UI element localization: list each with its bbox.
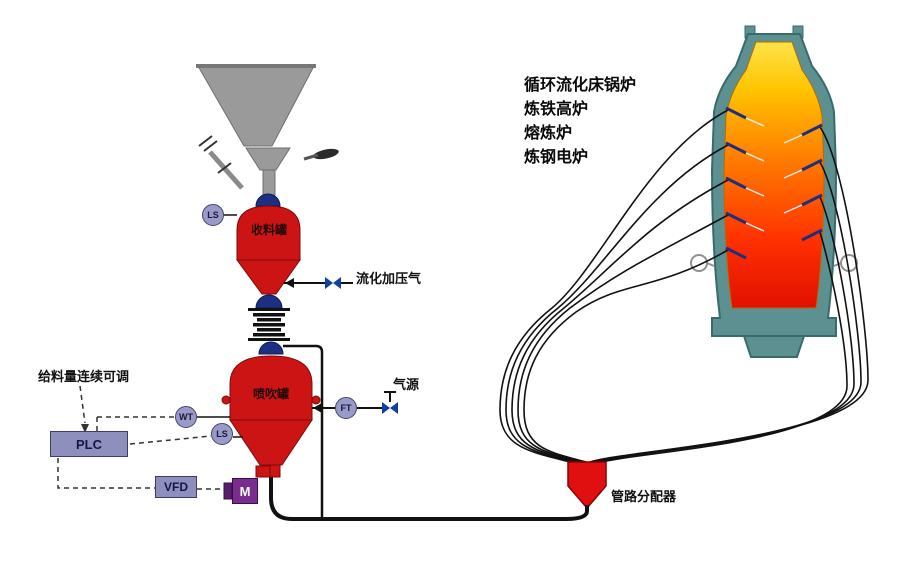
handwheel-valve	[313, 148, 339, 160]
application-item: 循环流化床锅炉	[524, 77, 637, 94]
feed-hopper	[196, 64, 339, 197]
fluidization-line	[284, 277, 353, 289]
instrument-taps	[197, 214, 243, 438]
control-wiring	[57, 385, 232, 490]
conveying-pipes	[499, 109, 869, 463]
tank-bypass-pipe	[283, 344, 324, 517]
wiring-arrowhead	[81, 424, 89, 433]
transport-pipe	[269, 477, 589, 521]
flow-transmitter: FT	[335, 397, 357, 419]
gas-source-line	[312, 391, 398, 414]
receiving-tank-label: 收料罐	[250, 223, 287, 237]
valve-icon	[325, 277, 333, 289]
injection-tank-label: 喷吹罐	[252, 387, 289, 401]
injection-tank	[221, 355, 321, 478]
application-item: 炼钢电炉	[524, 149, 589, 166]
plc-box: PLC	[50, 431, 128, 457]
pipe-distributor	[567, 461, 607, 510]
application-item: 熔炼炉	[524, 125, 573, 142]
level-switch-upper: LS	[202, 204, 224, 226]
motor-box: M	[232, 478, 258, 504]
gas-source-label: 气源	[393, 377, 420, 392]
furnace-applications-list: 循环流化床锅炉 炼铁高炉 熔炼炉 炼钢电炉	[524, 74, 636, 170]
motor-gearbox	[223, 482, 233, 500]
motor-coupling	[255, 465, 271, 478]
level-switch-lower: LS	[211, 423, 233, 445]
inlet-pipe	[208, 150, 244, 190]
dome-valve-middle	[255, 294, 283, 309]
application-item: 炼铁高炉	[524, 101, 589, 118]
tuyere-marks	[725, 106, 823, 260]
distributor-label: 管路分配器	[611, 489, 677, 504]
fluidization-gas-label: 流化加压气	[356, 271, 422, 286]
furnace-pedestal	[742, 335, 806, 358]
dome-valve-lower	[258, 341, 284, 355]
vfd-box: VFD	[155, 476, 197, 498]
receiving-tank	[236, 193, 301, 355]
furnace-flame	[723, 41, 825, 309]
valve-icon	[382, 402, 390, 414]
injection-lances	[745, 117, 803, 232]
feed-note-label: 给料量连续可调	[38, 369, 130, 384]
weight-transmitter: WT	[175, 406, 197, 428]
dome-valve-top	[255, 193, 281, 207]
